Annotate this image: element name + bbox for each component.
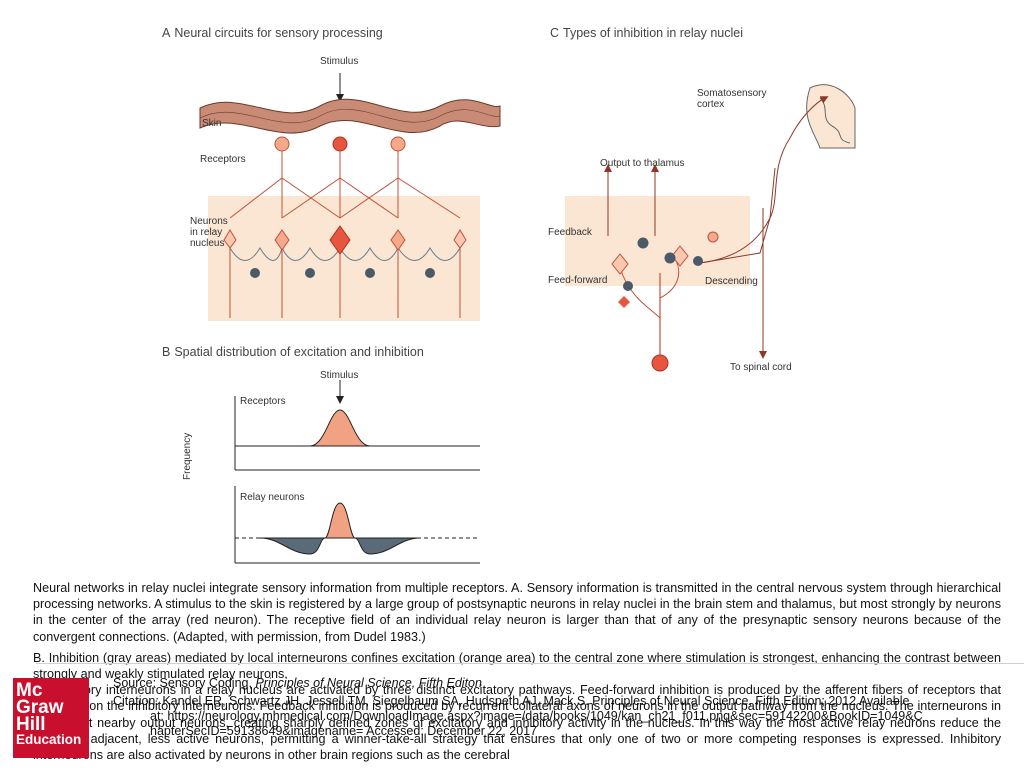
somatosensory-cortex [806, 84, 856, 149]
interneurons-a [250, 268, 435, 278]
caption-para-2: B. Inhibition (gray areas) mediated by l… [33, 650, 1001, 682]
receptors-label-b: Receptors [240, 396, 286, 407]
output-label: Output to thalamus [600, 158, 685, 169]
spinal-label: To spinal cord [730, 362, 792, 373]
interneurons-c [623, 237, 703, 291]
citation: Citation: Kandel ER, Schwartz JH, Jessel… [113, 694, 923, 738]
receptors-label-a: Receptors [200, 154, 246, 165]
figure-caption: Neural networks in relay nuclei integrat… [33, 580, 1001, 763]
source-line: Source: Sensory Coding, Principles of Ne… [113, 676, 482, 690]
stimulus-label-b: Stimulus [320, 370, 359, 381]
receptor-center [332, 136, 348, 152]
relay-neuron-c [611, 253, 629, 275]
figure-svg [199, 73, 856, 564]
receptors-curve [309, 409, 371, 447]
relay-excitation-curve [324, 502, 356, 539]
panel-b [234, 380, 480, 564]
feedforward-label: Feed-forward [548, 275, 608, 286]
divider [36, 663, 1024, 664]
panel-a [199, 73, 501, 321]
afferent-neuron [651, 354, 669, 372]
caption-para-1: Neural networks in relay nuclei integrat… [33, 581, 1001, 644]
feedback-label: Feedback [548, 227, 592, 238]
stimulus-label-a: Stimulus [320, 56, 359, 67]
descending-label: Descending [705, 276, 758, 287]
relay-neurons-label: Relay neurons [240, 492, 305, 503]
relay-nucleus-box-c [565, 196, 750, 286]
frequency-label: Frequency [182, 432, 193, 480]
receptor-right [390, 136, 406, 152]
caption-para-3: C. Inhibitory interneurons in a relay nu… [33, 683, 1001, 763]
receptor-left [274, 136, 290, 152]
relay-nucleus-box [208, 196, 480, 321]
panel-c [565, 84, 856, 372]
skin [199, 98, 501, 134]
skin-label: Skin [202, 118, 222, 129]
